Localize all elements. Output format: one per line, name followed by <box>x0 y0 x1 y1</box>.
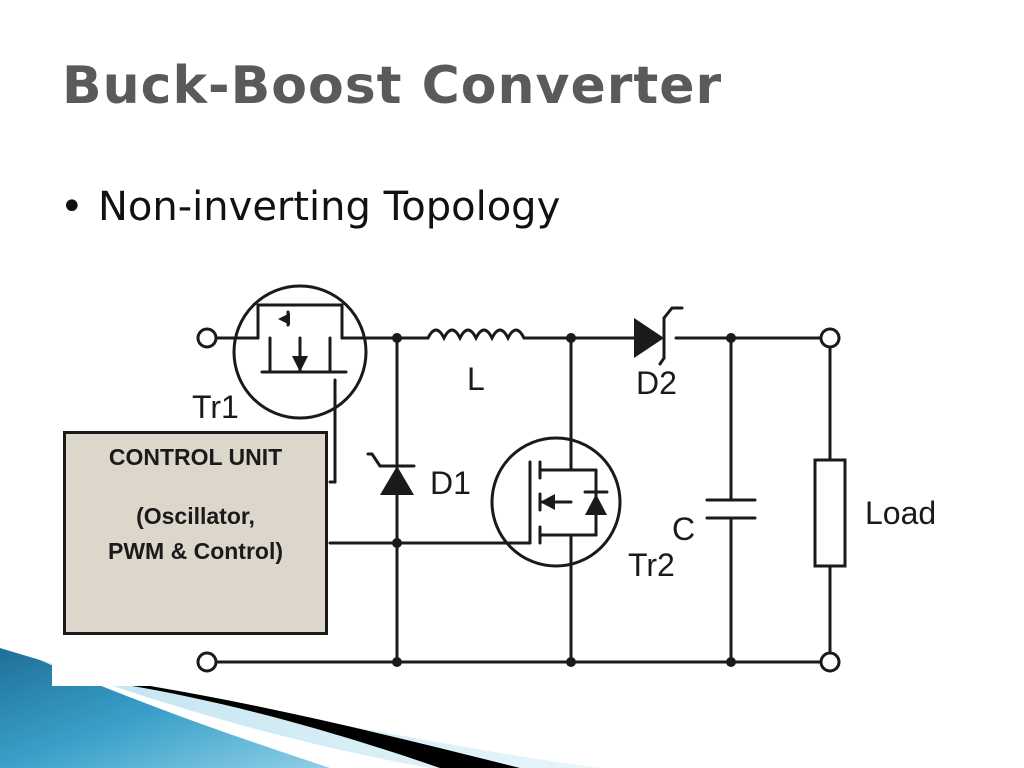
label-load: Load <box>865 495 936 531</box>
tr1-arrow <box>292 356 308 372</box>
tr2-arrow <box>540 494 555 510</box>
control-unit-line-1: (Oscillator, <box>136 503 255 529</box>
load-resistor <box>813 458 847 568</box>
d1-diode <box>380 466 414 495</box>
label-tr2: Tr2 <box>628 547 675 583</box>
page-title: Buck-Boost Converter <box>62 56 723 116</box>
bullet-symbol: • <box>60 184 84 230</box>
label-inductor: L <box>467 361 485 397</box>
junction-dot <box>392 333 402 343</box>
junction-dot <box>726 333 736 343</box>
bullet-item: • Non-inverting Topology <box>60 184 560 230</box>
terminal-output-bottom <box>819 651 841 673</box>
control-unit-box: CONTROL UNIT (Oscillator, PWM & Control) <box>63 431 328 635</box>
label-d2: D2 <box>636 365 677 401</box>
d2-diode <box>634 318 664 358</box>
junction-dot <box>566 333 576 343</box>
junction-dot <box>726 657 736 667</box>
tr2-body <box>490 436 622 568</box>
label-capacitor: C <box>672 511 695 547</box>
terminal-input-bottom <box>196 651 218 673</box>
label-tr1: Tr1 <box>192 389 239 425</box>
tr1-body-diode <box>278 313 290 325</box>
inductor-coil <box>426 328 526 342</box>
label-d1: D1 <box>430 465 471 501</box>
junction-dot <box>566 657 576 667</box>
tr2-body-diode <box>585 494 607 515</box>
terminal-output-top <box>819 327 841 349</box>
bullet-text: Non-inverting Topology <box>98 184 561 230</box>
tr1-body <box>232 284 368 420</box>
terminal-input-top <box>196 327 218 349</box>
junction-dot <box>392 538 402 548</box>
control-unit-title: CONTROL UNIT <box>108 444 283 470</box>
junction-dot <box>392 657 402 667</box>
control-unit-line-2: PWM & Control) <box>107 538 283 564</box>
